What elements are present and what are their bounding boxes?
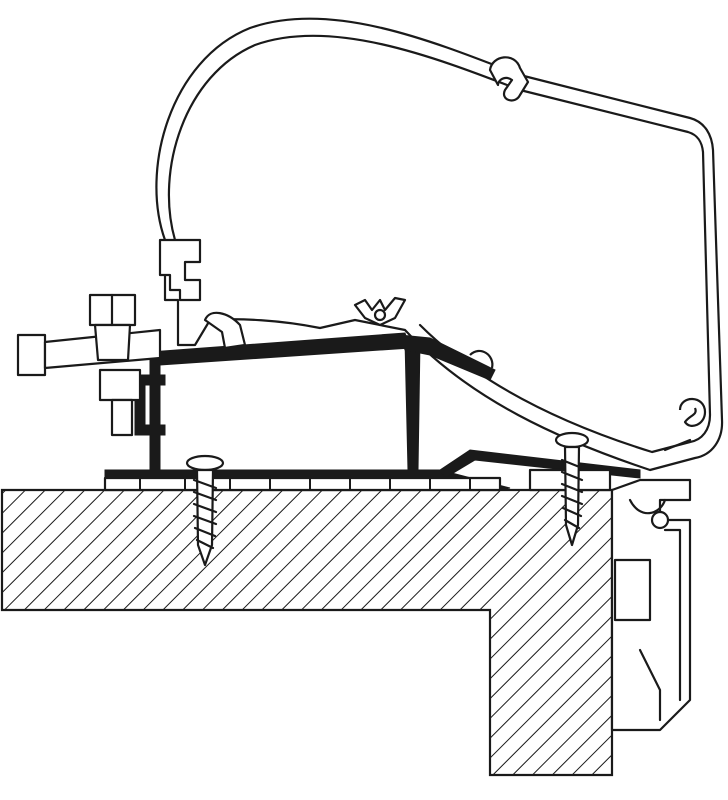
mounting-screw-right (554, 431, 590, 547)
adapter-rail (134, 311, 496, 471)
roof-section (0, 488, 614, 777)
side-wall-profile (610, 478, 692, 732)
clamp-bolt (16, 293, 162, 437)
awning-housing (155, 17, 724, 472)
base-plate (103, 449, 641, 492)
mounting-screw-left (185, 454, 225, 567)
